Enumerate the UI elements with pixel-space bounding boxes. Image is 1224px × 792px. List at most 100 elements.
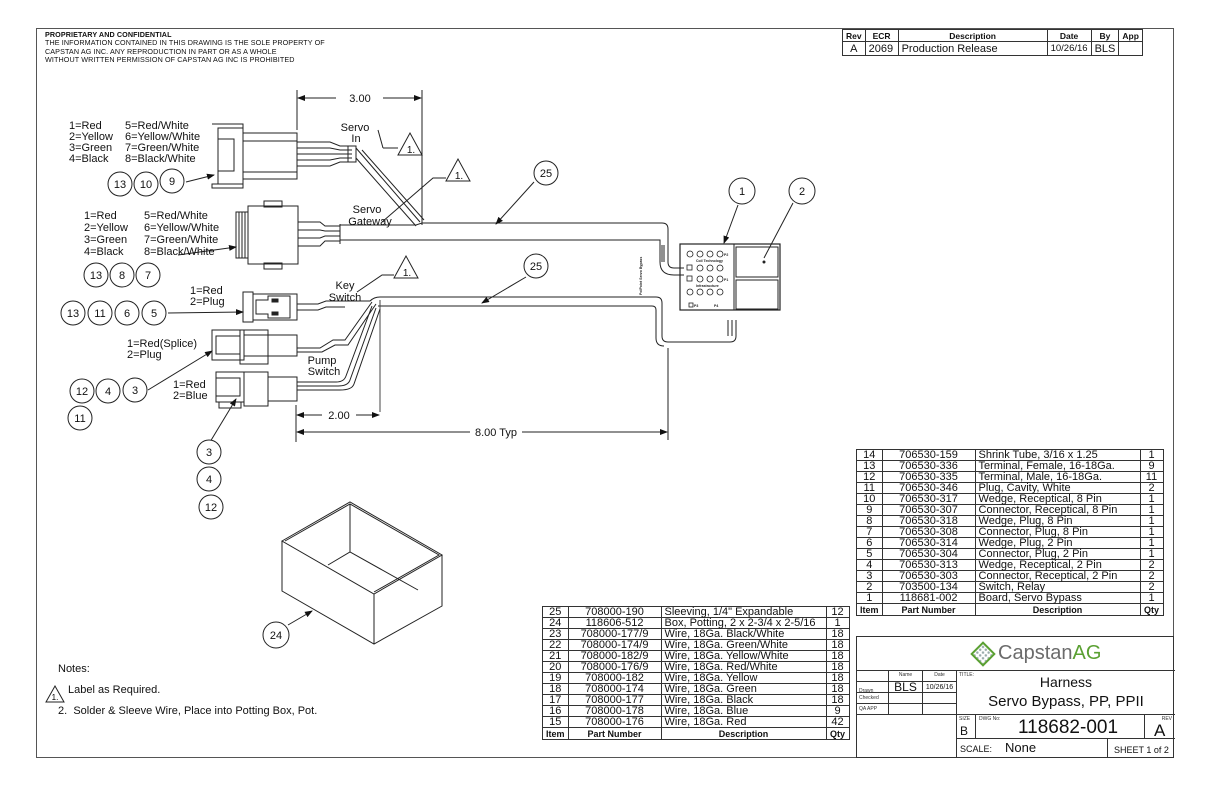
bom-item: 1 [856,592,883,604]
balloon-1-board [728,177,756,205]
pin-label: 8=Black/White [125,153,196,165]
bom-qty: 18 [825,639,850,651]
bom-description: Connector, Plug, 2 Pin [974,548,1141,560]
balloon-2-relay [788,177,816,205]
bom-part-number: 706530-317 [881,493,976,505]
rev-value: A [1154,721,1166,740]
dwg-cell: DWG No: 118682-001 [975,714,1145,739]
qa-name [888,703,923,715]
balloon-text: 12 [76,386,88,398]
balloon-9 [159,168,185,194]
bom-qty: 2 [1139,570,1164,582]
balloon-25-lower [523,253,549,279]
bom-item: 10 [856,493,883,505]
bom-qty: 18 [825,628,850,640]
note-2-num: 2. [58,705,68,717]
bom-qty: 11 [1139,471,1164,483]
balloon-text: 8 [119,270,125,282]
pin-label: 7=Green/White [125,142,199,154]
bom-qty: 1 [825,617,850,629]
leader-relay [763,202,794,259]
qa-label: QA APP [856,703,889,715]
dimension-8-00 [296,348,669,440]
servo-gateway-label: Servo [353,204,382,216]
notes-heading: Notes: [58,663,90,675]
balloon-text: 3 [206,447,212,459]
dwg-label: DWG No: [979,716,1001,722]
bom-item: 25 [542,606,569,618]
bom-qty: 9 [1139,460,1164,472]
pin-label: 2=Plug [190,296,225,308]
flag-text: 1. [407,145,415,156]
balloon-text: 11 [94,308,105,320]
bom-qty: 12 [825,606,850,618]
bom-description: Wire, 18Ga. Yellow [660,672,827,684]
pin-label: 1=Red [173,379,206,391]
bom-item: 22 [542,639,569,651]
dwg-number: 118682-001 [1018,717,1119,738]
bom-item: 8 [856,515,883,527]
pin-label: 7=Green/White [144,234,218,246]
balloon-3-pump-a [122,377,148,403]
title-line-2: Servo Bypass, PP, PPII [988,693,1144,710]
balloon-text: 25 [540,168,552,180]
bom-description: Wire, 18Ga. Green/White [660,639,827,651]
bom-qty: 18 [825,683,850,695]
balloon-4-pump-a [95,378,121,404]
balloon-13-key [60,300,86,326]
pump-switch-a-connector [211,329,298,365]
leader-pump-a-balloons [147,350,213,391]
key-switch-label: Switch [329,292,361,304]
bom-description: Connector, Receptical, 8 Pin [974,504,1141,516]
bom-part-number: 708000-176 [567,716,662,728]
balloon-text: 13 [67,308,79,320]
bom-item: 24 [542,617,569,629]
pin-label: 2=Plug [127,349,162,361]
pin-label: 2=Blue [173,390,208,402]
rev-cell: REV A [1144,714,1175,740]
bom-item: 2 [856,581,883,593]
balloon-text: 11 [74,413,85,425]
pin-label: 6=Yellow/White [144,222,219,234]
balloon-13-servo-in [107,171,133,197]
scale-cell: SCALE: None [956,738,1108,758]
notes: Notes: Label as Required. 2. Solder & Sl… [58,663,317,726]
balloon-10 [133,171,159,197]
size-value: B [960,724,969,738]
key-switch-connector [242,291,345,323]
revision-table: Rev ECR Description Date By App A 2069 P… [842,29,1143,56]
bom-part-number: 706530-308 [881,526,976,538]
bom-qty: 18 [825,694,850,706]
sleeve-trunk-upper [340,222,684,276]
note-1-flag-icon [45,684,65,703]
board-terminals [686,250,724,308]
bom-part-number: 708000-174/9 [567,639,662,651]
bom-description: Wire, 18Ga. Black/White [660,628,827,640]
potting-box [280,501,444,645]
bom-part-number: 706530-318 [881,515,976,527]
balloon-text: 4 [105,386,111,398]
board-pin-label: P2 [724,253,728,257]
rev-by: BLS [1090,41,1120,56]
sheet-value: SHEET 1 of 2 [1114,745,1169,755]
bom-part-number: 708000-182 [567,672,662,684]
bom-description: Wedge, Plug, 8 Pin [974,515,1141,527]
balloon-7 [135,262,161,288]
leader-servo-gateway-balloons [177,244,237,256]
balloon-25-upper [533,160,559,186]
leader-board [723,204,739,244]
bom-item: 5 [856,548,883,560]
bom-part-number: 706530-346 [881,482,976,494]
bom-part-number: 708000-174 [567,683,662,695]
pin-label: 6=Yellow/White [125,131,200,143]
bom-item: 3 [856,570,883,582]
capstan-logo-icon [970,640,996,667]
